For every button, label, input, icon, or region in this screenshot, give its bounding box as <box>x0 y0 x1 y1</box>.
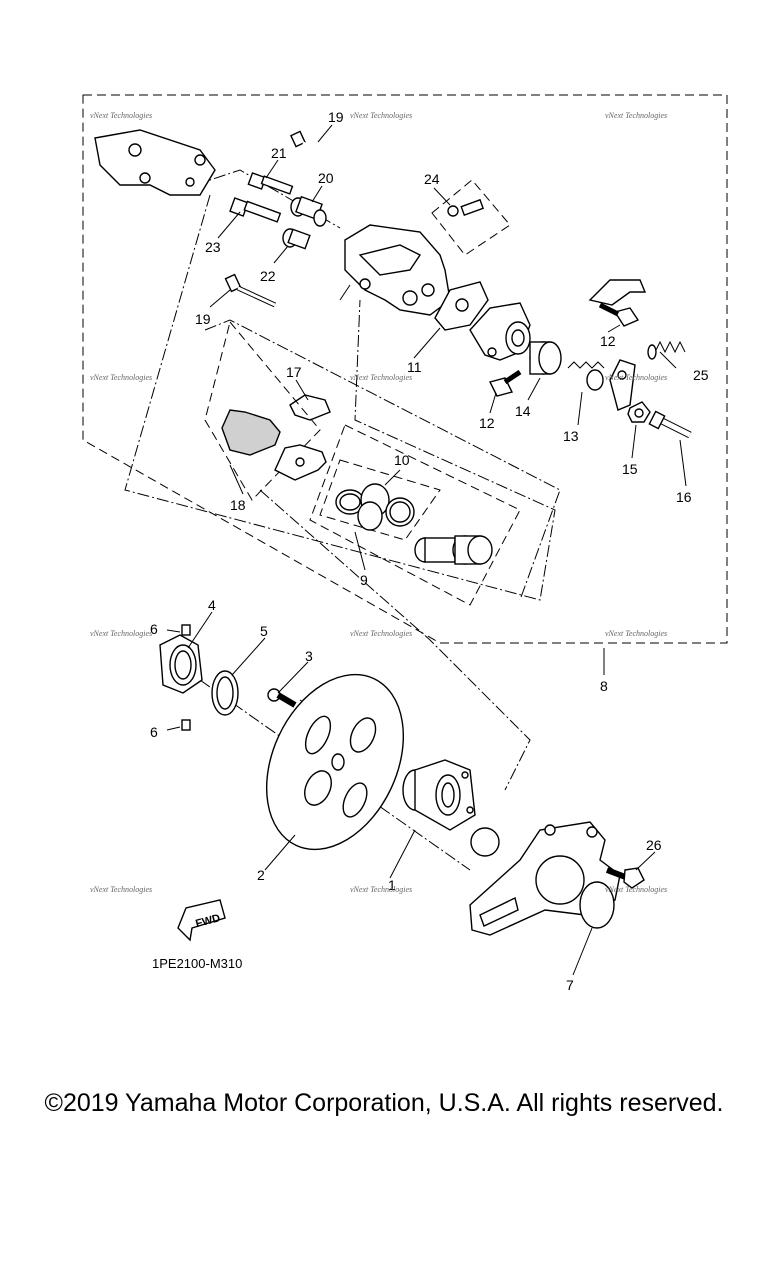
washer-14 <box>529 341 562 375</box>
bushing-20 <box>290 195 327 227</box>
part-label-18: 18 <box>230 497 246 513</box>
parts-diagram: FWD 1 2 3 4 5 6 6 7 8 9 <box>82 94 728 993</box>
part-label-12a: 12 <box>600 333 616 349</box>
part-label-25: 25 <box>693 367 709 383</box>
part-label-24: 24 <box>424 171 440 187</box>
pin-23 <box>229 197 282 223</box>
part-label-26: 26 <box>646 837 662 853</box>
brake-pads-18 <box>204 320 327 501</box>
adjuster-13 <box>567 361 605 391</box>
watermark: vNext Technologies <box>90 373 152 382</box>
diagram-code: 1PE2100-M310 <box>152 956 242 971</box>
part-label-19a: 19 <box>328 109 344 125</box>
bushing-22 <box>282 228 311 250</box>
part-label-5: 5 <box>260 623 268 639</box>
part-label-4: 4 <box>208 597 216 613</box>
pin-19-top <box>290 130 346 162</box>
watermarks: vNext Technologies vNext Technologies vN… <box>90 111 667 894</box>
lever-bracket <box>469 302 531 361</box>
watermark: vNext Technologies <box>350 885 412 894</box>
bolt-16 <box>648 410 692 439</box>
part-label-21: 21 <box>271 145 287 161</box>
watermark: vNext Technologies <box>90 629 152 638</box>
hub-nut-4 <box>159 634 203 694</box>
part-label-9: 9 <box>360 572 368 588</box>
part-label-11: 11 <box>407 359 422 375</box>
bolt-12-lower <box>488 369 522 397</box>
nut-15 <box>627 401 651 423</box>
o-ring <box>470 827 500 857</box>
part-label-1: 1 <box>388 877 396 893</box>
hub-1 <box>402 759 476 831</box>
watermark: vNext Technologies <box>90 885 152 894</box>
part-label-3: 3 <box>305 648 313 664</box>
bracket-arm <box>588 279 647 306</box>
part-label-10: 10 <box>394 452 410 468</box>
part-label-22: 22 <box>260 268 276 284</box>
part-label-16: 16 <box>676 489 692 505</box>
part-label-23: 23 <box>205 239 221 255</box>
set-screw-6-top <box>181 624 191 636</box>
watermark: vNext Technologies <box>90 111 152 120</box>
caliper-bracket <box>94 129 216 196</box>
watermark: vNext Technologies <box>605 629 667 638</box>
bolt-12-upper <box>598 302 640 327</box>
fwd-arrow-icon: FWD <box>177 899 226 942</box>
seal-kit-10 <box>309 424 521 606</box>
brake-disc-2 <box>265 673 405 851</box>
part-label-6a: 6 <box>150 621 158 637</box>
caliper-assembly-boundary <box>82 94 728 644</box>
washer-5 <box>211 670 239 716</box>
watermark: vNext Technologies <box>350 111 412 120</box>
bleed-screw-24 <box>431 179 511 256</box>
copyright-notice: ©2019 Yamaha Motor Corporation, U.S.A. A… <box>44 1089 724 1117</box>
part-label-19b: 19 <box>195 311 211 327</box>
bolt-21 <box>247 172 294 195</box>
watermark: vNext Technologies <box>605 111 667 120</box>
caliper-body <box>339 224 451 316</box>
bolt-3 <box>267 688 297 708</box>
part-label-7: 7 <box>566 977 574 993</box>
watermark: vNext Technologies <box>350 629 412 638</box>
part-label-14: 14 <box>515 403 531 419</box>
watermark: vNext Technologies <box>605 885 667 894</box>
spring-25 <box>647 340 686 360</box>
watermark: vNext Technologies <box>350 373 412 382</box>
circlip-7 <box>579 881 615 929</box>
part-label-8: 8 <box>600 678 608 694</box>
part-label-17: 17 <box>286 364 302 380</box>
gasket-11 <box>434 281 489 331</box>
part-label-15: 15 <box>622 461 638 477</box>
part-label-20: 20 <box>318 170 334 186</box>
set-screw-6-bottom <box>181 719 191 731</box>
pin-19-bottom <box>224 273 277 308</box>
bolt-26 <box>605 867 645 889</box>
part-label-12b: 12 <box>479 415 495 431</box>
part-label-6b: 6 <box>150 724 158 740</box>
watermark: vNext Technologies <box>605 373 667 382</box>
leader-lines <box>166 124 687 976</box>
piston-9 <box>414 535 493 565</box>
part-label-13: 13 <box>563 428 579 444</box>
pad-spring-17 <box>289 394 331 421</box>
lever-plate <box>609 359 636 411</box>
part-label-2: 2 <box>257 867 265 883</box>
